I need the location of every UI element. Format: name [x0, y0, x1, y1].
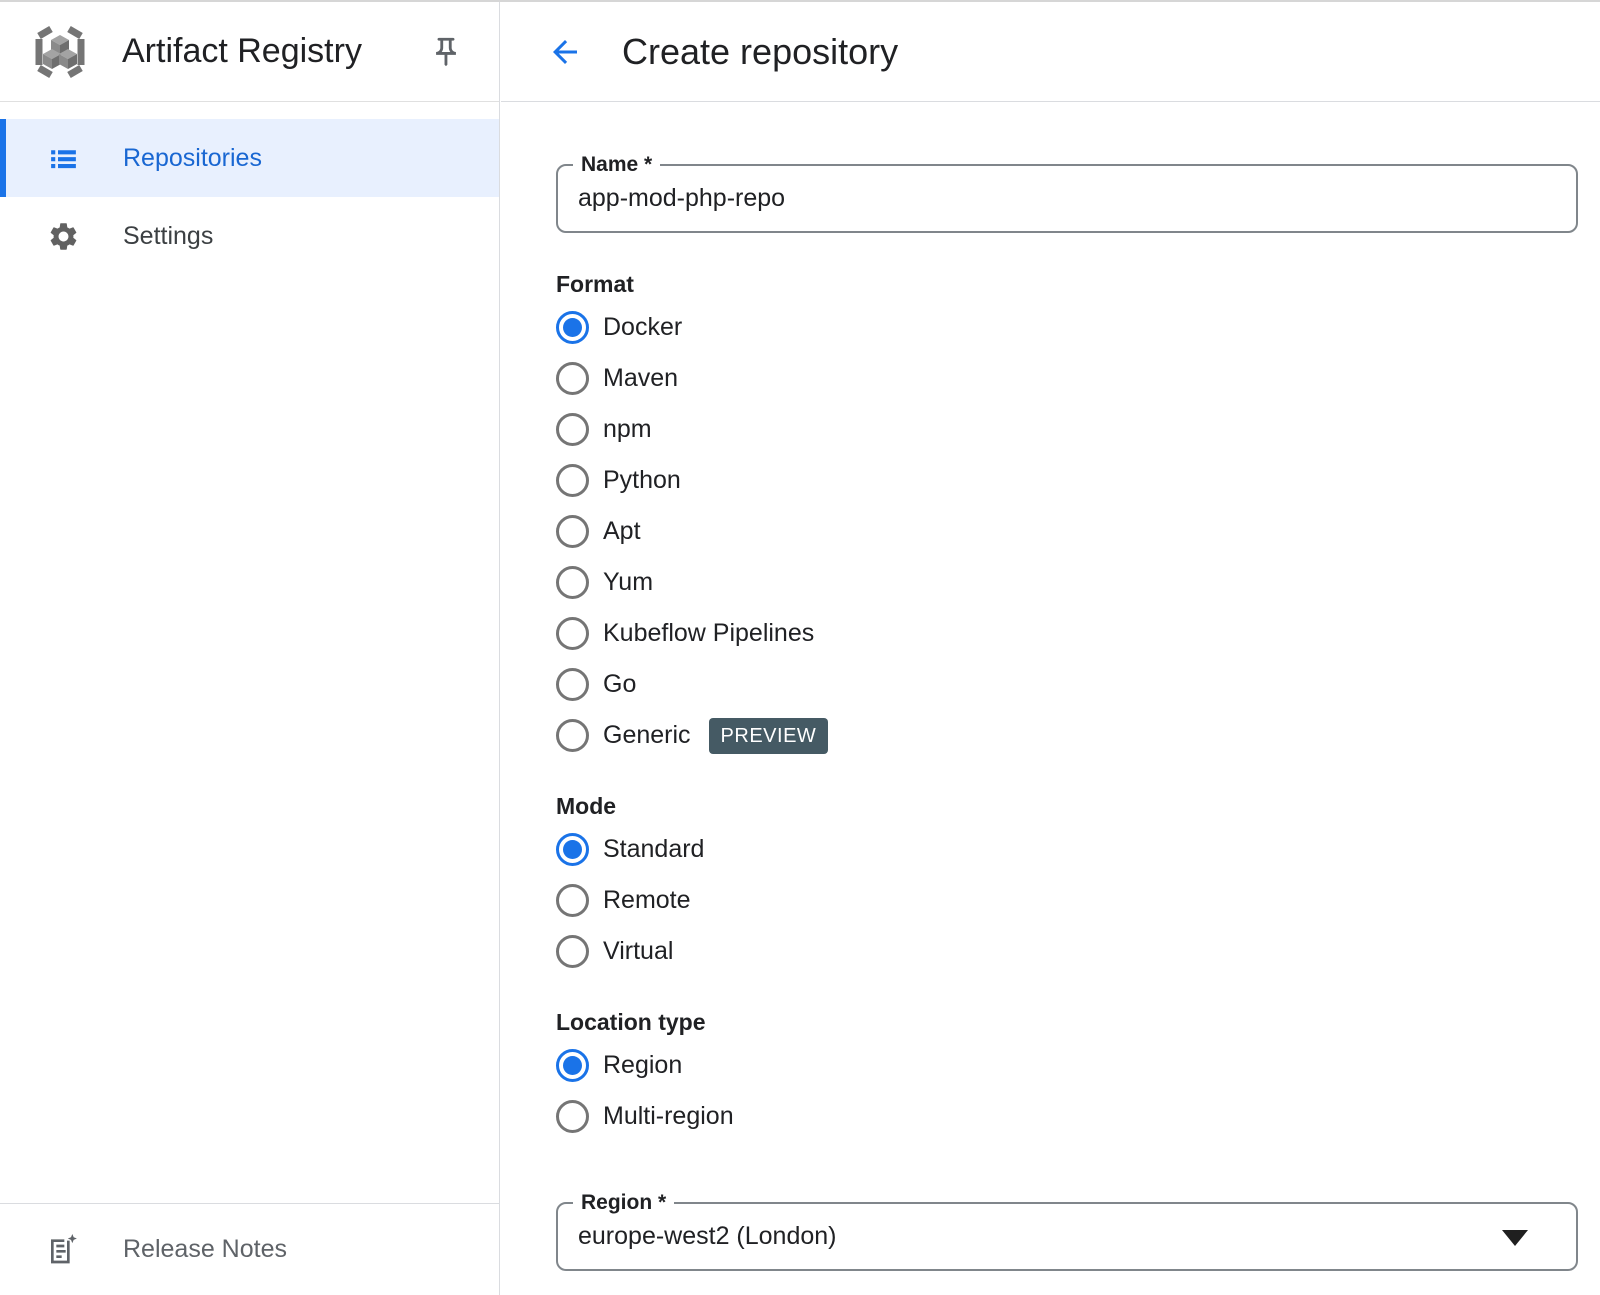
mode-option-standard[interactable]: Standard: [556, 833, 1578, 866]
mode-option-virtual[interactable]: Virtual: [556, 935, 1578, 968]
format-option-apt[interactable]: Apt: [556, 515, 1578, 548]
release-notes-label: Release Notes: [123, 1235, 287, 1263]
format-option-yum[interactable]: Yum: [556, 566, 1578, 599]
region-select[interactable]: Region * europe-west2 (London): [556, 1189, 1578, 1271]
name-field-label: Name *: [573, 151, 661, 179]
region-select-value: europe-west2 (London): [578, 1222, 837, 1250]
radio-icon[interactable]: [556, 1100, 589, 1133]
main-panel: Create repository Name * Format Docker M…: [501, 2, 1600, 1295]
format-option-docker[interactable]: Docker: [556, 311, 1578, 344]
gear-icon: [50, 222, 77, 250]
product-title: Artifact Registry: [122, 32, 362, 70]
page-title: Create repository: [622, 30, 899, 72]
sidebar-item-release-notes[interactable]: Release Notes: [0, 1203, 499, 1295]
release-notes-icon: [51, 1233, 77, 1263]
location-type-section-label: Location type: [556, 1009, 706, 1035]
radio-icon[interactable]: [556, 413, 589, 446]
sidebar-header: Artifact Registry: [0, 2, 499, 102]
radio-icon[interactable]: [556, 935, 589, 968]
sidebar-item-repositories[interactable]: Repositories: [0, 119, 499, 197]
name-input[interactable]: [558, 166, 1576, 231]
location-option-region[interactable]: Region: [556, 1049, 1578, 1082]
radio-icon[interactable]: [556, 719, 589, 752]
radio-icon[interactable]: [556, 668, 589, 701]
mode-option-remote[interactable]: Remote: [556, 884, 1578, 917]
format-section-label: Format: [556, 271, 634, 297]
radio-icon[interactable]: [556, 311, 589, 344]
mode-section-label: Mode: [556, 793, 617, 819]
format-option-generic[interactable]: Generic PREVIEW: [556, 717, 1578, 754]
radio-icon[interactable]: [556, 833, 589, 866]
sidebar-item-label: Settings: [123, 221, 214, 250]
sidebar-item-settings[interactable]: Settings: [0, 197, 499, 275]
create-repository-form: Name * Format Docker Maven npm Python: [501, 151, 1600, 1271]
format-option-maven[interactable]: Maven: [556, 362, 1578, 395]
page-header: Create repository: [501, 2, 1600, 102]
format-option-kubeflow-pipelines[interactable]: Kubeflow Pipelines: [556, 617, 1578, 650]
radio-icon[interactable]: [556, 362, 589, 395]
name-field: Name *: [556, 151, 1578, 233]
radio-icon[interactable]: [556, 617, 589, 650]
list-icon: [51, 149, 76, 168]
format-option-python[interactable]: Python: [556, 464, 1578, 497]
format-option-go[interactable]: Go: [556, 668, 1578, 701]
back-arrow-icon[interactable]: [547, 34, 583, 70]
radio-icon[interactable]: [556, 1049, 589, 1082]
radio-icon[interactable]: [556, 884, 589, 917]
format-option-npm[interactable]: npm: [556, 413, 1578, 446]
radio-icon[interactable]: [556, 464, 589, 497]
radio-icon[interactable]: [556, 566, 589, 599]
preview-badge: PREVIEW: [708, 717, 829, 754]
sidebar-nav: Repositories Settings: [0, 102, 499, 275]
sidebar: Artifact Registry Repositories Settings: [0, 2, 500, 1295]
dropdown-arrow-icon[interactable]: [1502, 1229, 1528, 1246]
pin-icon[interactable]: [429, 35, 463, 69]
sidebar-item-label: Repositories: [123, 143, 262, 172]
artifact-registry-logo-icon: [35, 25, 85, 78]
location-option-multi-region[interactable]: Multi-region: [556, 1100, 1578, 1133]
radio-icon[interactable]: [556, 515, 589, 548]
region-select-label: Region *: [573, 1189, 675, 1217]
